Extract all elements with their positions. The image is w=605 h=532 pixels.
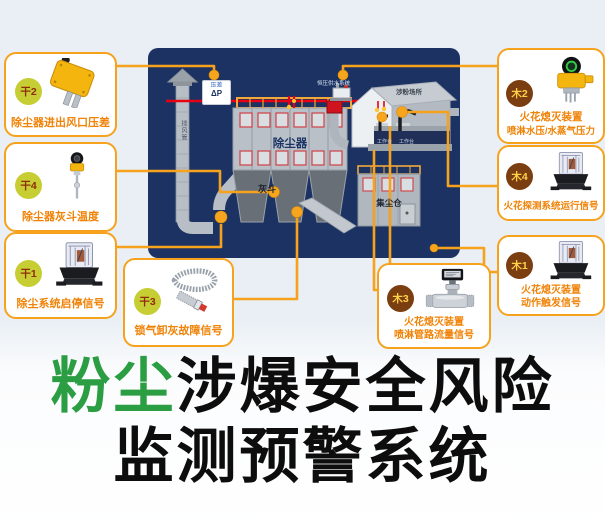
stack-label: 排风管	[180, 120, 186, 141]
connector-mu3-a	[372, 150, 377, 292]
pressure-tag: 压差 ΔP	[202, 80, 231, 105]
workbench-label-2: 工作台	[399, 139, 415, 145]
badge-gan1: 干1	[15, 260, 42, 287]
sensor-box-gan1: 干1 除尘系统启停信号	[4, 232, 117, 319]
badge-gan2: 干2	[15, 78, 42, 105]
flow-sensor-icon	[425, 268, 475, 308]
title-line2: 监测预警系统	[113, 423, 492, 491]
sensor-label-mu2-line2: 喷淋水压/水蒸气压力	[506, 125, 596, 137]
hopper-label: 灰斗	[258, 184, 277, 194]
connector-lines	[110, 64, 497, 301]
dust-collector	[232, 96, 357, 234]
sensor-label-gan4: 除尘器灰斗温度	[22, 210, 99, 223]
sensor-box-gan2: 干2 除尘器进出风口压差	[4, 52, 117, 137]
relay-icon	[550, 240, 592, 280]
sensor-box-gan3: 干3 锁气卸灰故障信号	[123, 258, 234, 347]
sensor-label-gan3: 锁气卸灰故障信号	[134, 324, 223, 337]
title-rest: 涉爆安全风险	[176, 353, 555, 420]
temperature-sensor-icon	[69, 152, 85, 199]
connector-mu4	[406, 110, 497, 188]
system-diagram	[110, 48, 497, 301]
connector-gan1	[110, 224, 223, 249]
badge-mu3: 木3	[387, 285, 414, 312]
proximity-sensor-icon	[171, 268, 218, 312]
connector-gan4	[113, 169, 270, 194]
sensor-label-gan1: 除尘系统启停信号	[16, 297, 105, 310]
ash-chute	[298, 197, 357, 234]
water-supply-label: 恒压供水系统	[317, 81, 351, 87]
sensor-label-mu2-line1: 火花熄灭装置	[519, 111, 583, 124]
badge-mu1: 木1	[506, 252, 533, 279]
sensor-point-dots	[208, 69, 439, 253]
relay-icon	[56, 242, 103, 286]
dust-bin-label: 集尘仓	[376, 198, 402, 208]
workshop-label: 涉粉场所	[396, 89, 422, 96]
badge-gan4: 干4	[15, 172, 42, 199]
badge-gan3: 干3	[134, 288, 161, 315]
main-title: 粉尘涉爆安全风险 监测预警系统	[0, 352, 605, 492]
differential-pressure-transmitter-icon	[49, 58, 95, 108]
exhaust-stack	[166, 68, 248, 234]
sensor-box-mu1: 木1 火花熄灭装置 动作触发信号	[497, 235, 605, 316]
title-line1: 粉尘涉爆安全风险	[0, 352, 605, 422]
pressure-tag-title: 压差	[210, 83, 223, 89]
sensor-label-mu1-line1: 火花熄灭装置	[521, 285, 581, 296]
sensor-label-mu3-line2: 喷淋管路流量信号	[394, 330, 474, 341]
title-highlight: 粉尘	[50, 353, 177, 420]
badge-mu2: 木2	[506, 80, 533, 107]
workbench-label-1: 工作台	[377, 139, 393, 145]
sensor-box-gan4: 干4 除尘器灰斗温度	[4, 142, 117, 232]
sensor-box-mu3: 木3 火花熄灭装置 喷淋管路流量信号	[377, 263, 491, 349]
sensor-label-mu4: 火花探测系统运行信号	[503, 200, 599, 212]
connector-gan3	[230, 218, 299, 301]
sensor-box-mu2: 木2 火花熄灭装置 喷淋水压/水蒸气压力	[497, 48, 605, 144]
spark-extinguisher-valve	[326, 100, 350, 150]
water-supply-unit	[330, 83, 352, 101]
collector-label: 除尘器	[272, 138, 308, 150]
sensor-box-mu4: 木4 火花探测系统运行信号	[497, 145, 605, 221]
sensor-label-gan2: 除尘器进出风口压差	[11, 116, 110, 129]
badge-mu4: 木4	[506, 163, 533, 190]
pressure-transmitter-icon	[557, 56, 594, 103]
sensor-label-mu1-line2: 动作触发信号	[521, 298, 581, 309]
pressure-tag-symbol: ΔP	[210, 88, 223, 98]
sensor-label-mu3-line1: 火花熄灭装置	[404, 317, 464, 328]
relay-icon	[550, 151, 592, 191]
